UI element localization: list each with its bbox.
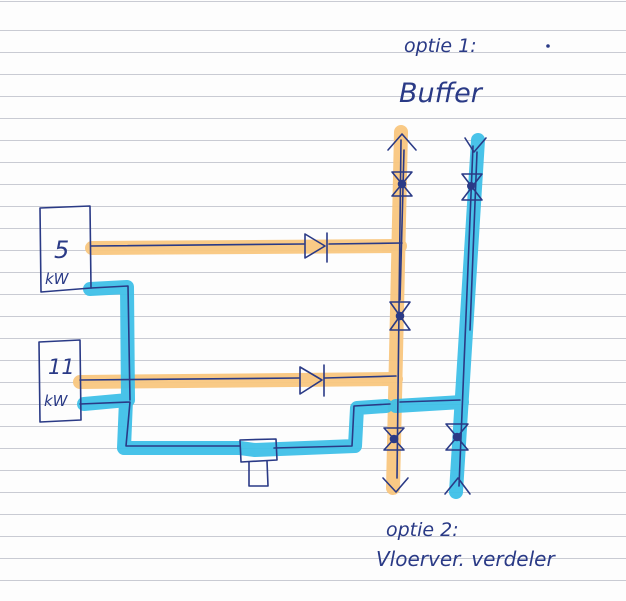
boiler-bottom-unit: kW xyxy=(44,392,69,410)
return-riser xyxy=(458,145,474,487)
return-crossover-highlight xyxy=(389,395,469,413)
check-valve-bottom xyxy=(299,364,325,397)
return-loop-line xyxy=(90,285,131,401)
boiler-top-unit: kW xyxy=(45,270,70,288)
boiler-bottom-power: 11 xyxy=(48,355,75,379)
return-valve-top xyxy=(461,173,483,201)
boiler-top-power: 5 xyxy=(54,236,69,264)
option2-label: optie 2: xyxy=(386,519,459,541)
supply-valve-middle xyxy=(389,301,411,331)
supply-pipe-top-highlight xyxy=(85,239,407,255)
return-main-highlight xyxy=(117,393,393,457)
return-valve-bottom xyxy=(445,423,469,451)
buffer-label: Buffer xyxy=(399,78,484,109)
return-boiler-bottom-line xyxy=(79,401,241,447)
supply-pipe-bottom xyxy=(79,375,397,381)
pump-symbol xyxy=(239,438,278,487)
ink-dot xyxy=(546,44,550,48)
option1-label: optie 1: xyxy=(404,35,477,57)
return-crossover-line xyxy=(399,399,461,403)
return-arrow-top xyxy=(464,137,487,153)
return-loop-highlight xyxy=(77,280,135,411)
supply-arrow-bottom xyxy=(382,477,409,493)
ink-drawing xyxy=(38,133,487,495)
return-main-line xyxy=(273,403,391,449)
supply-riser-second xyxy=(399,149,405,301)
boiler-bottom-box xyxy=(38,339,82,423)
supply-valve-top xyxy=(391,171,413,197)
supply-pipe-top xyxy=(90,242,403,247)
supply-arrow-top xyxy=(387,133,417,151)
distributor-label: Vloerver. verdeler xyxy=(376,547,556,571)
supply-valve-bottom xyxy=(383,427,405,451)
check-valve-top xyxy=(304,232,328,263)
return-highlight xyxy=(77,133,485,499)
return-arrow-bottom xyxy=(444,477,471,495)
